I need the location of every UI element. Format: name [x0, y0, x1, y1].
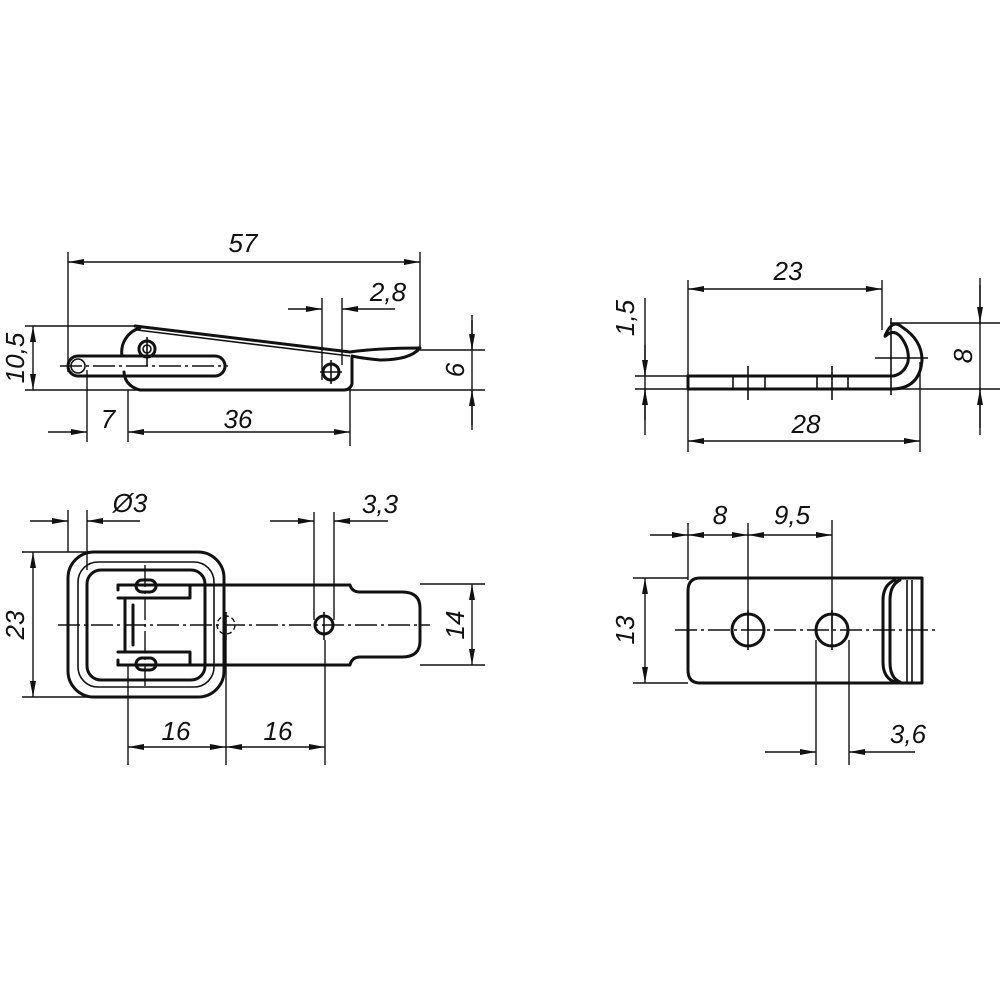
latch-top-view: Ø3 3,3 23 14 16 16 [0, 488, 485, 765]
dim-23-bail: 23 [0, 610, 30, 640]
dim-16-a: 16 [162, 716, 191, 746]
dim-10-5: 10,5 [0, 332, 30, 383]
catch-side-view: 23 1,5 8 28 [610, 256, 1000, 452]
dim-6: 6 [440, 362, 470, 377]
catch-top-view: 8 9,5 13 3,6 [610, 500, 935, 765]
dim-28: 28 [791, 409, 821, 439]
catch-plate [686, 576, 924, 685]
dim-16-b: 16 [264, 716, 293, 746]
dim-13: 13 [610, 615, 640, 644]
dim-8-hook: 8 [948, 348, 978, 363]
dim-23-hook: 23 [773, 256, 803, 286]
dim-7: 7 [101, 404, 117, 434]
latch-side-view: 57 2,8 10,5 6 7 36 [0, 228, 485, 446]
dim-3-6: 3,6 [890, 719, 927, 749]
dim-36: 36 [224, 404, 253, 434]
dim-8-hole: 8 [713, 500, 728, 530]
dim-9-5: 9,5 [774, 500, 811, 530]
latch-body-outline [116, 583, 422, 667]
dim-3-3: 3,3 [362, 489, 399, 519]
latch-lever-outline [122, 324, 422, 392]
dim-dia-3: Ø3 [112, 488, 148, 518]
dim-2-8: 2,8 [369, 277, 407, 307]
catch-profile [686, 322, 924, 391]
dim-1-5: 1,5 [610, 299, 640, 336]
dim-57: 57 [229, 228, 259, 258]
dim-14: 14 [440, 611, 470, 640]
